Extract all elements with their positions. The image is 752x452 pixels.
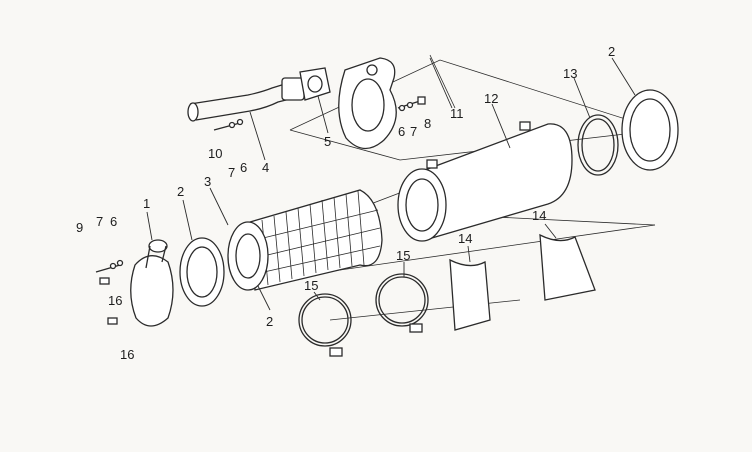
callout-10: 10	[208, 146, 222, 161]
callout-2-c: 2	[608, 44, 615, 59]
elbow-pipe	[187, 77, 305, 122]
callout-2-a: 2	[177, 184, 184, 199]
callout-13: 13	[563, 66, 577, 81]
callout-14-a: 14	[458, 231, 472, 246]
callout-16-b: 16	[120, 347, 134, 362]
outlet-cover	[338, 57, 397, 150]
callout-15-a: 15	[304, 278, 318, 293]
supports	[449, 233, 596, 331]
tube-bundle	[227, 189, 383, 291]
callouts: 1 2 2 2 3 4 5 6 6 6 7 7 7 8 9 10 11 12 1…	[76, 44, 615, 362]
callout-11: 11	[450, 106, 464, 121]
left-bolts	[95, 259, 124, 325]
callout-6-c: 6	[398, 124, 405, 139]
top-bolts	[213, 96, 426, 131]
callout-12: 12	[484, 91, 498, 106]
clamps	[298, 273, 429, 357]
callout-1: 1	[143, 196, 150, 211]
callout-7-a: 7	[96, 214, 103, 229]
small-gasket	[299, 67, 331, 101]
callout-6-b: 6	[240, 160, 247, 175]
callout-7-b: 7	[228, 165, 235, 180]
callout-9: 9	[76, 220, 83, 235]
end-gasket-left	[179, 237, 225, 307]
callout-5: 5	[324, 134, 331, 149]
callout-2-b: 2	[266, 314, 273, 329]
callout-3: 3	[204, 174, 211, 189]
callout-8: 8	[424, 116, 431, 131]
callout-7-c: 7	[410, 124, 417, 139]
callout-14-b: 14	[532, 208, 546, 223]
shell-body	[397, 121, 573, 242]
o-ring	[577, 114, 619, 176]
callout-16-a: 16	[108, 293, 122, 308]
end-gasket-right	[621, 89, 679, 171]
callout-6-a: 6	[110, 214, 117, 229]
leader-lines	[146, 57, 636, 311]
callout-4: 4	[262, 160, 269, 175]
callout-15-b: 15	[396, 248, 410, 263]
inlet-cover	[130, 239, 174, 327]
